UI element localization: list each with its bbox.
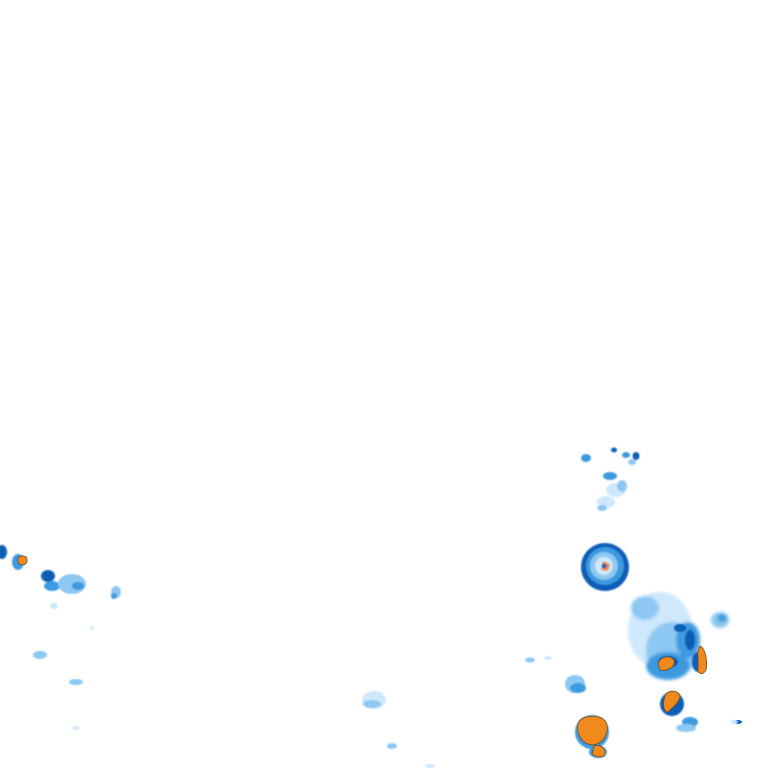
cell-bottom-core xyxy=(525,656,609,758)
cell-right-complex xyxy=(628,592,742,732)
cell-top-cluster xyxy=(581,447,640,511)
cell-left-cluster xyxy=(0,545,121,609)
cell-mid-ring xyxy=(581,543,629,591)
cell-scattered-light xyxy=(33,626,738,768)
